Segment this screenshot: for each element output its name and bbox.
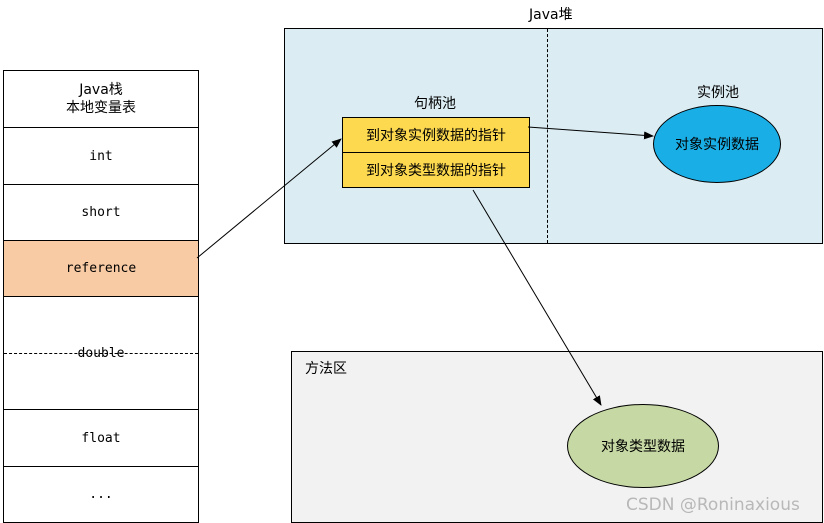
slot-label: int xyxy=(89,148,113,164)
slot-label: ... xyxy=(89,487,113,502)
heap-divider xyxy=(547,29,548,243)
slot-label: float xyxy=(81,430,121,446)
java-stack: Java栈 本地变量表 int short reference double f… xyxy=(3,70,199,523)
local-variable-table-title: 本地变量表 xyxy=(66,100,136,116)
slot-label: short xyxy=(81,205,121,220)
handle-pool-title: 句柄池 xyxy=(414,96,456,112)
slot-double: double xyxy=(4,297,198,410)
handle-to-instance-arrow xyxy=(527,126,654,140)
type-data-pointer-label: 到对象类型数据的指针 xyxy=(366,163,506,179)
double-slot-divider xyxy=(4,353,198,354)
watermark: CSDN @Roninaxious xyxy=(626,495,800,515)
handle-to-type-arrow xyxy=(472,189,602,406)
instance-data-ellipse: 对象实例数据 xyxy=(653,105,781,183)
instance-data-label: 对象实例数据 xyxy=(675,137,759,153)
reference-to-handle-arrow xyxy=(196,138,342,259)
slot-int: int xyxy=(4,128,198,185)
type-data-ellipse: 对象类型数据 xyxy=(567,404,719,488)
slot-float: float xyxy=(4,410,198,467)
type-data-label: 对象类型数据 xyxy=(601,439,685,455)
slot-more: ... xyxy=(4,467,198,522)
type-data-pointer: 到对象类型数据的指针 xyxy=(342,152,530,188)
heap-title: Java堆 xyxy=(529,7,573,23)
stack-header: Java栈 本地变量表 xyxy=(4,71,198,128)
slot-reference: reference xyxy=(4,241,198,297)
slot-label: reference xyxy=(65,261,137,276)
stack-title: Java栈 xyxy=(79,82,123,98)
instance-data-pointer-label: 到对象实例数据的指针 xyxy=(366,128,506,144)
slot-short: short xyxy=(4,185,198,241)
instance-pool-title: 实例池 xyxy=(697,85,739,101)
method-area-title: 方法区 xyxy=(305,361,347,377)
